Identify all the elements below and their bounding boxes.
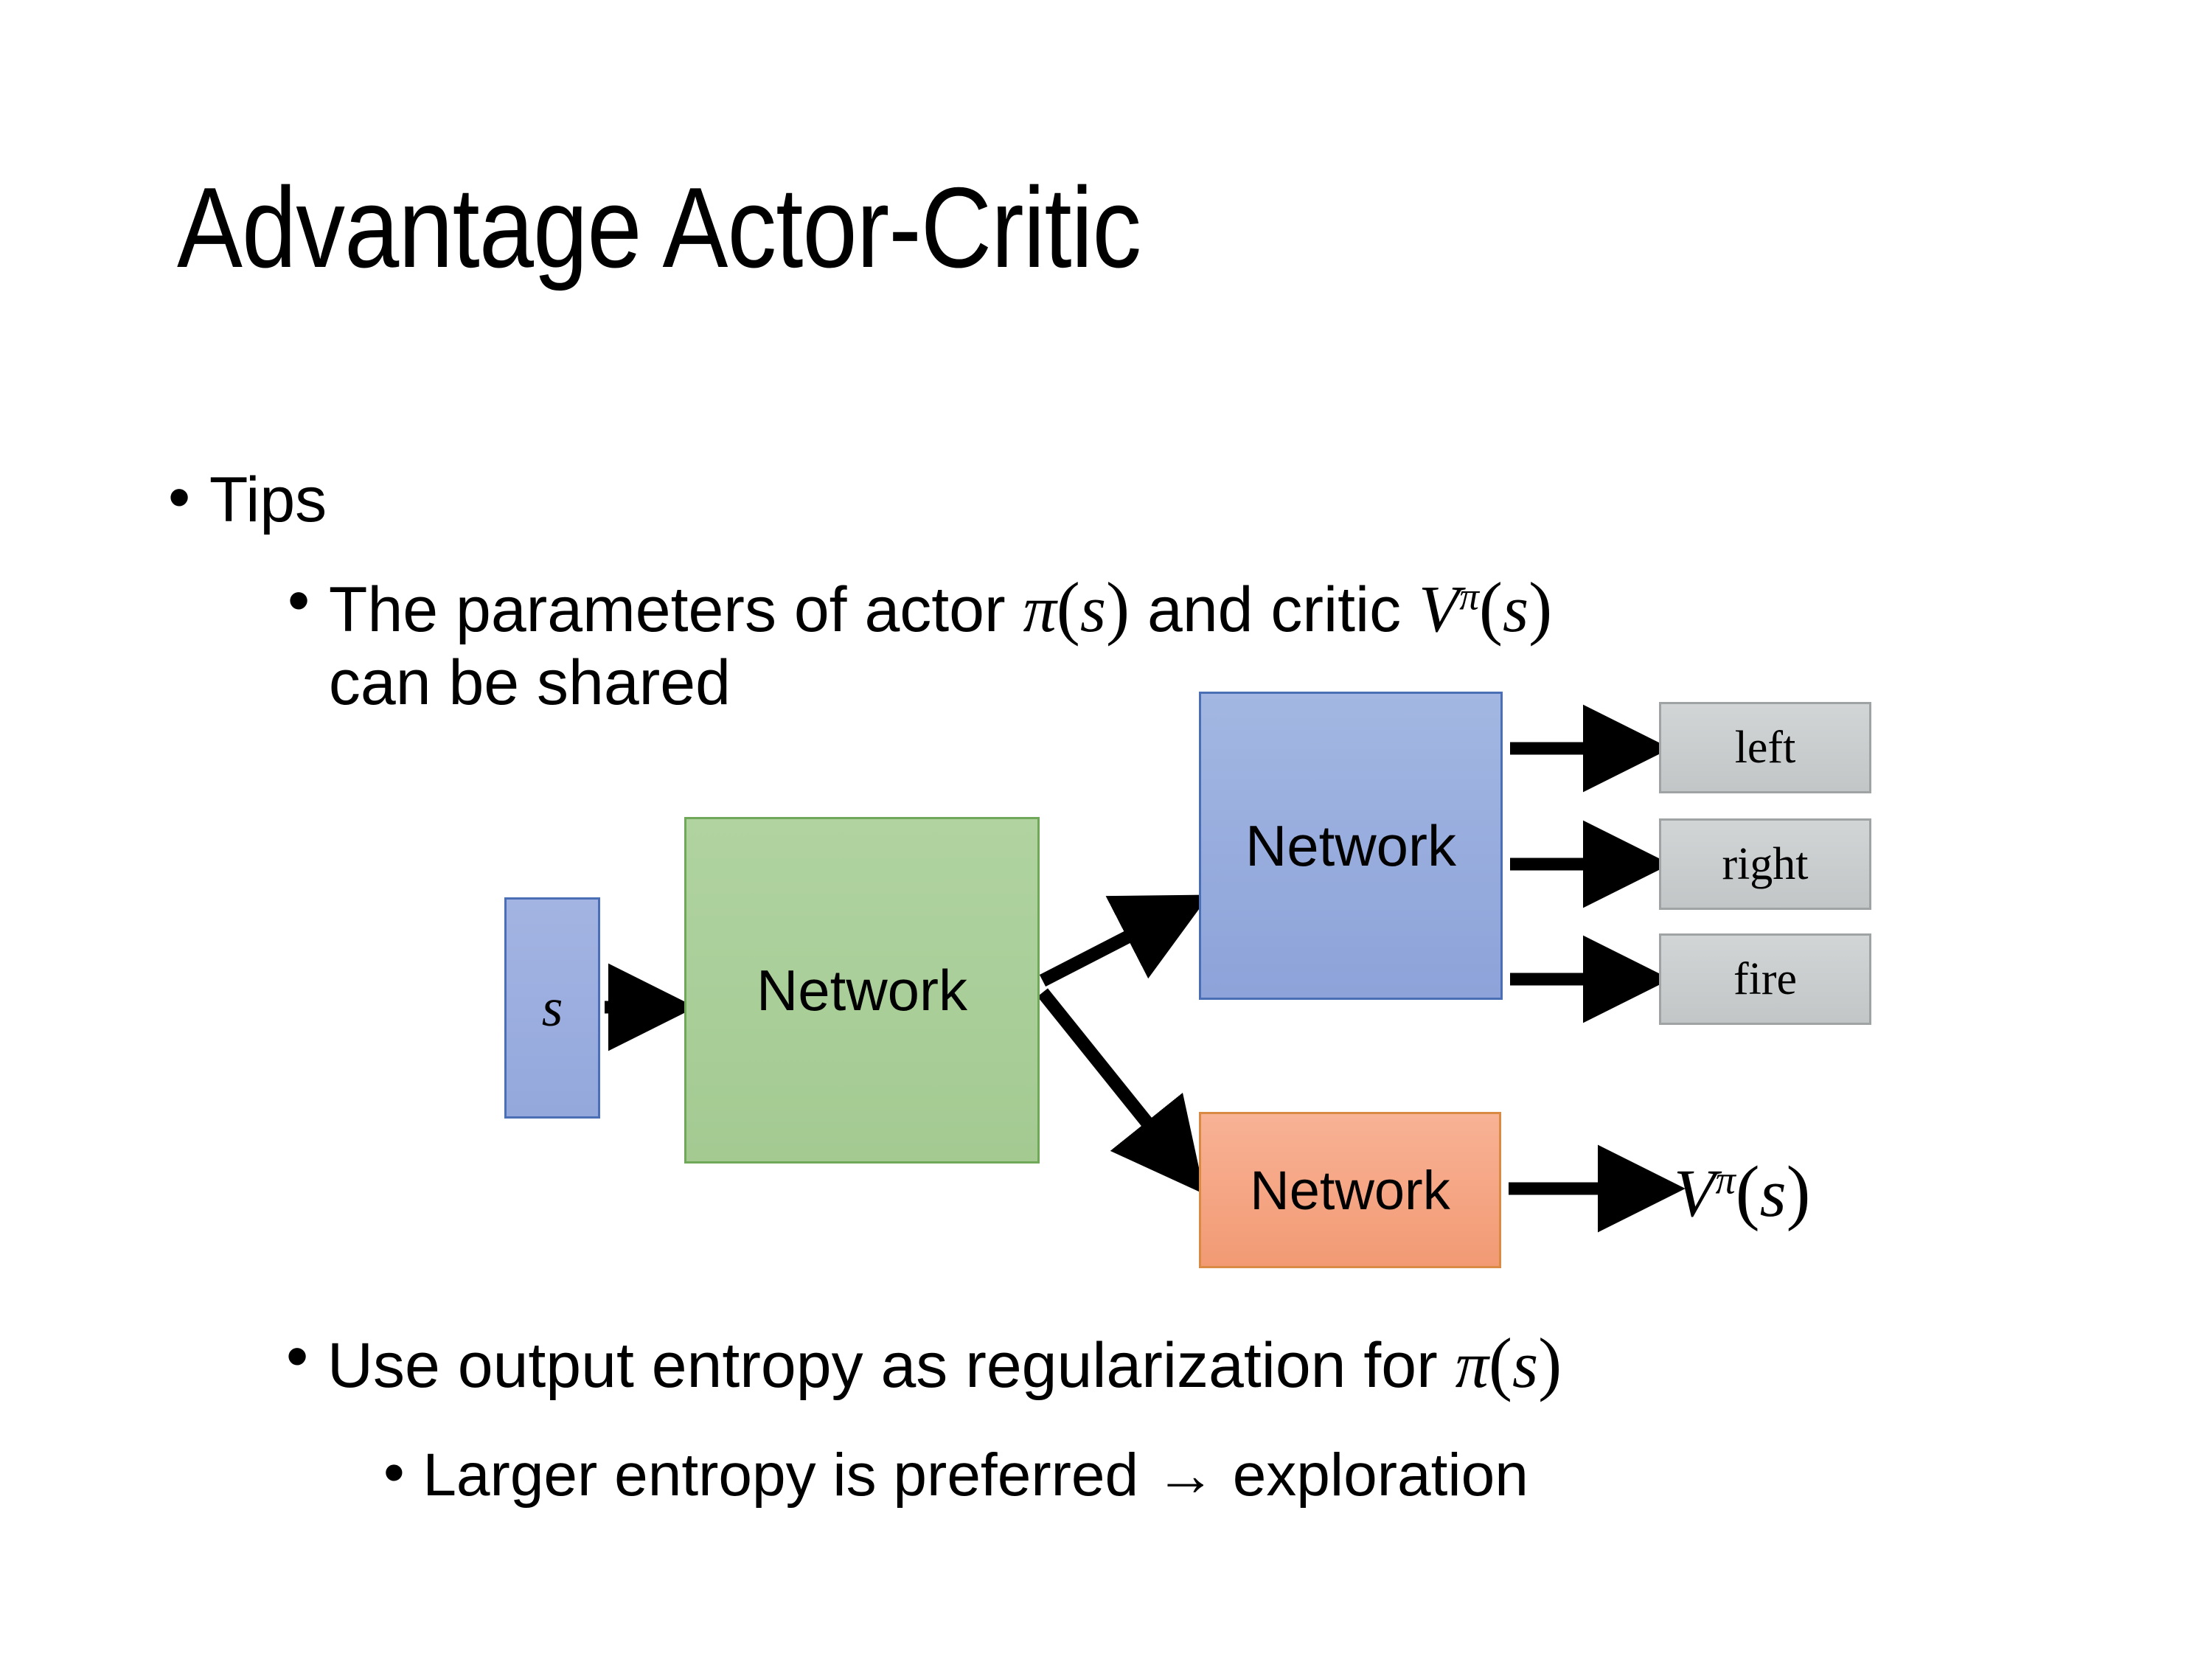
shared-network-box[interactable]: Network [684,817,1040,1164]
action-label-left: left [1734,722,1796,773]
paren-close: ) [1106,568,1130,647]
bullet-tips-label: Tips [209,465,327,535]
shared-params-middle: and critic [1130,574,1419,645]
state-label: s [541,978,563,1037]
bullet-shared-parameters: • The parameters of actor π(s) and criti… [288,568,2094,718]
paren-open: ( [1735,1152,1760,1232]
page-title: Advantage Actor-Critic [177,164,1141,291]
paren-open: ( [1478,568,1503,647]
bullet-entropy-regularization: • Use output entropy as regularization f… [286,1324,1562,1403]
paren-open: ( [1488,1324,1512,1402]
critic-v-symbol: V [1419,572,1460,646]
paren-close: ) [1538,1324,1562,1402]
state-input-box[interactable]: s [504,897,600,1119]
value-pi-superscript: π [1715,1157,1736,1203]
bullet-marker-icon: • [286,1321,309,1392]
critic-state-arg: s [1502,572,1529,646]
actor-pi-symbol: π [1023,572,1057,646]
entropy-pi-symbol: π [1455,1328,1489,1402]
shared-params-prefix: The parameters of actor [328,574,1023,645]
action-label-fire: fire [1733,953,1798,1004]
entropy-state-arg: s [1512,1328,1539,1402]
shared-network-label: Network [756,957,968,1023]
value-v-symbol: V [1674,1155,1716,1231]
arrow-shared-to-critic [1037,988,1205,1194]
bullet-larger-entropy: • Larger entropy is preferred → explorat… [383,1441,1528,1509]
paren-close: ) [1786,1152,1811,1232]
value-function-output-label: Vπ(s) [1674,1150,1810,1234]
bullet-tips: • Tips [168,465,327,535]
action-box-left[interactable]: left [1659,702,1871,793]
entropy-prefix: Use output entropy as regularization for [327,1330,1455,1401]
actor-state-arg: s [1079,572,1107,646]
critic-network-label: Network [1250,1159,1450,1221]
critic-pi-superscript: π [1459,574,1479,619]
bullet-shared-parameters-label: The parameters of actor π(s) and critic … [329,568,1552,718]
action-label-right: right [1722,838,1809,889]
shared-params-suffix: can be shared [328,647,731,718]
action-box-right[interactable]: right [1659,818,1871,910]
arrow-shared-to-actor [1039,894,1210,987]
action-box-fire[interactable]: fire [1659,933,1871,1025]
paren-close: ) [1528,568,1553,647]
bullet-marker-icon: • [288,565,310,636]
bullet-marker-icon: • [383,1439,405,1506]
bullet-entropy-label: Use output entropy as regularization for… [327,1324,1562,1403]
value-state-arg: s [1759,1155,1787,1231]
actor-network-label: Network [1245,813,1457,878]
bullet-marker-icon: • [168,462,191,533]
bullet-larger-entropy-label: Larger entropy is preferred → exploratio… [422,1441,1528,1509]
paren-open: ( [1056,568,1080,647]
actor-network-box[interactable]: Network [1199,692,1503,1000]
critic-network-box[interactable]: Network [1199,1112,1501,1268]
